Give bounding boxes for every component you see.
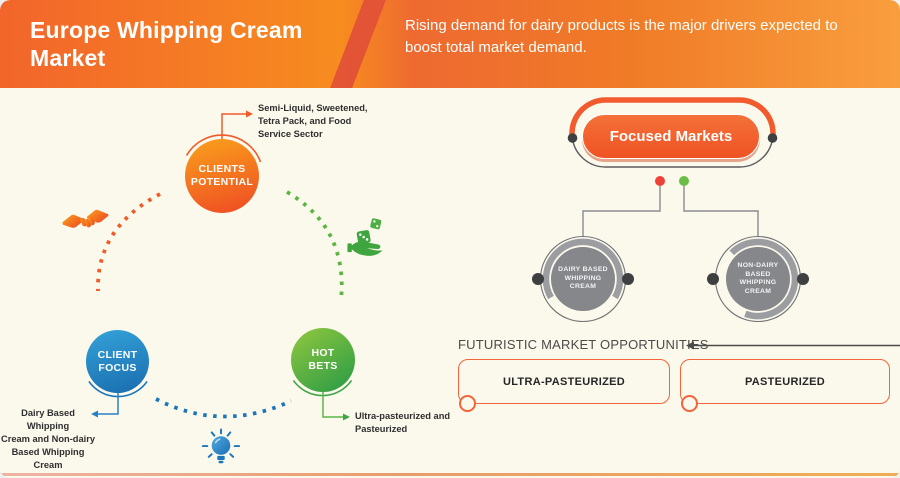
branch-2-left-dot: [707, 273, 719, 285]
branch-1-right-dot: [622, 273, 634, 285]
callout-line-client-focus: [98, 392, 119, 415]
page-title: Europe Whipping Cream Market: [30, 17, 303, 71]
footer-divider: [0, 473, 900, 476]
clients-potential-node: CLIENTS POTENTIAL: [185, 139, 259, 213]
callout-line-clients-potential: [221, 113, 246, 141]
dotted-arc-green: [286, 190, 344, 301]
branch-dairy-based-node: DAIRY BASED WHIPPING CREAM: [551, 247, 615, 311]
opportunity-ring-icon: [681, 395, 698, 412]
focused-markets-button: Focused Markets: [582, 114, 760, 159]
hot-bets-node: HOT BETS: [291, 328, 355, 392]
client-focus-node: CLIENT FOCUS: [86, 330, 149, 393]
client-focus-annotation: Dairy Based Whipping Cream and Non-dairy…: [0, 408, 96, 470]
callout-line-hot-bets: [322, 392, 343, 418]
opportunity-card-pasteurized: PASTEURIZED: [680, 359, 890, 404]
opportunity-ring-icon: [459, 395, 476, 412]
clients-potential-annotation: Semi-Liquid, Sweetened, Tetra Pack, and …: [258, 103, 368, 139]
branch-dot-green: [679, 176, 689, 186]
header-subtitle: Rising demand for dairy products is the …: [405, 17, 838, 56]
branch-dot-red: [655, 176, 665, 186]
header-banner: Europe Whipping Cream Market Rising dema…: [0, 0, 900, 88]
branch-1-left-dot: [532, 273, 544, 285]
header-diagonal-stripe: [326, 0, 390, 88]
lightbulb-icon: [201, 428, 241, 464]
capsule-right-dot: [767, 133, 778, 143]
hot-bets-annotation: Ultra-pasteurized and Pasteurized: [355, 411, 451, 434]
opportunities-heading: FUTURISTIC MARKET OPPORTUNITIES: [458, 337, 709, 352]
dotted-arc-blue: [155, 397, 292, 419]
callout-arrow-hot-bets: [343, 413, 350, 421]
capsule-left-dot: [567, 133, 578, 143]
branch-non-dairy-node: NON-DAIRY BASED WHIPPING CREAM: [726, 247, 790, 311]
callout-arrow-clients-potential: [246, 110, 253, 118]
opportunity-card-ultra-pasteurized: ULTRA-PASTEURIZED: [458, 359, 670, 404]
hand-with-dice-icon: [347, 218, 383, 256]
connector-left-branch: [582, 186, 661, 236]
branch-2-right-dot: [797, 273, 809, 285]
connector-right-branch: [683, 186, 759, 236]
handshake-icon: [62, 209, 109, 228]
